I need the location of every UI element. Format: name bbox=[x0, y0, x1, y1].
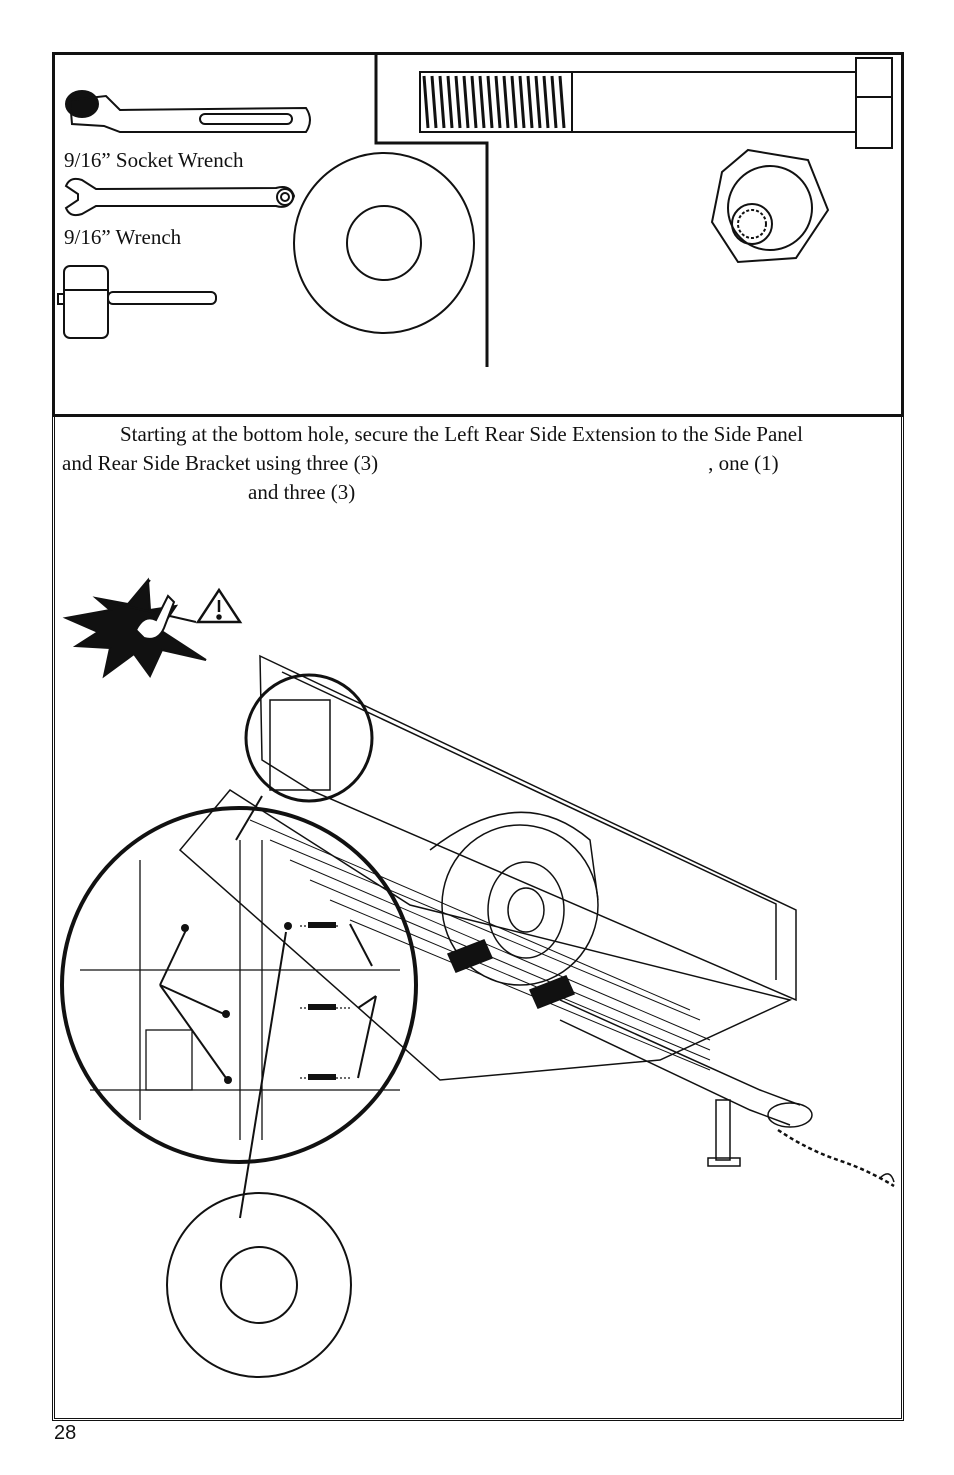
instruction-step-box bbox=[52, 414, 904, 1421]
instruction-line-2: and Rear Side Bracket using three (3), o… bbox=[62, 451, 779, 475]
socket-wrench-label: 9/16” Socket Wrench bbox=[64, 148, 244, 172]
instruction-line-3: and three (3) bbox=[248, 480, 356, 504]
instruction-line-1: Starting at the bottom hole, secure the … bbox=[120, 422, 803, 446]
hand-impact-hazard-icon bbox=[62, 577, 207, 679]
hex-bolt-icon bbox=[419, 57, 893, 149]
trailer-illustration bbox=[178, 654, 895, 1188]
wrench-label: 9/16” Wrench bbox=[64, 225, 182, 249]
socket-wrench-icon bbox=[65, 90, 311, 133]
mallet-icon bbox=[57, 265, 217, 339]
warning-triangle-icon bbox=[195, 587, 243, 624]
hardware-divider bbox=[374, 52, 489, 367]
instruction-text: Starting at the bottom hole, secure the … bbox=[62, 420, 897, 507]
washer-icon bbox=[293, 152, 475, 334]
page-number: 28 bbox=[54, 1422, 77, 1444]
zoom-detail-callout bbox=[60, 806, 418, 1219]
wrench-icon bbox=[64, 177, 296, 217]
washer-detail-icon bbox=[166, 1192, 352, 1378]
lock-nut-icon bbox=[710, 148, 830, 264]
